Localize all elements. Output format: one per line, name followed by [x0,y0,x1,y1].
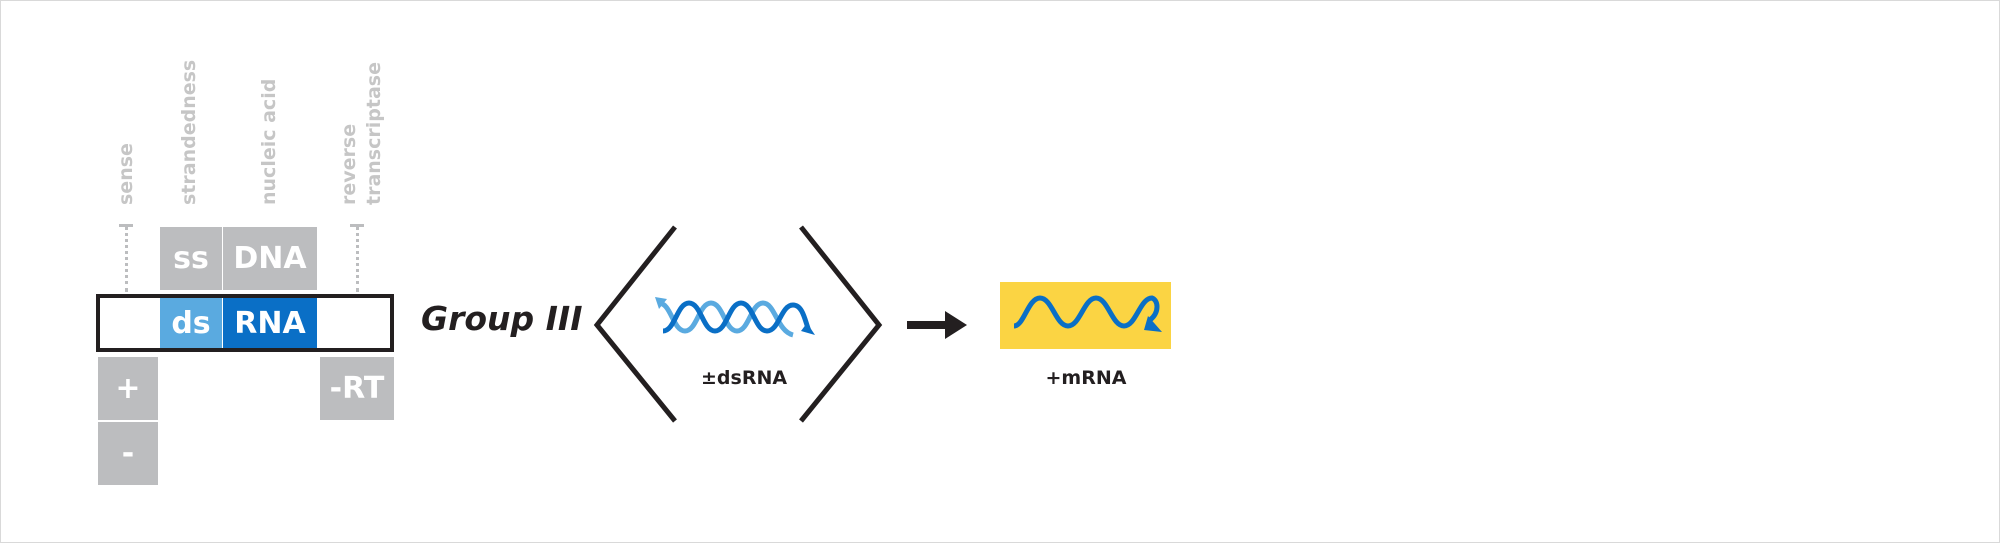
selected-row-outline [96,294,394,352]
dsrna-helix-icon [655,297,815,338]
plus-cell: + [98,357,158,420]
ds-cell: ds [160,298,222,348]
rna-cell: RNA [223,298,317,348]
ss-cell: ss [160,227,222,290]
sense-tick-cap [119,224,133,227]
left-angle-bracket [593,225,677,423]
dsrna-caption: ±dsRNA [701,367,788,389]
arrow-right-icon [907,311,967,339]
rt-tick-cap [350,224,364,227]
sense-tick [125,226,128,292]
right-angle-bracket [799,225,883,423]
mrna-caption: +mRNA [1045,367,1127,389]
rt-tick [356,226,359,292]
mrna-wave-icon [1000,282,1171,349]
dna-cell: DNA [223,227,317,290]
minus-cell: - [98,422,158,485]
group-title: Group III [421,299,583,338]
rt-cell: -RT [320,357,394,420]
